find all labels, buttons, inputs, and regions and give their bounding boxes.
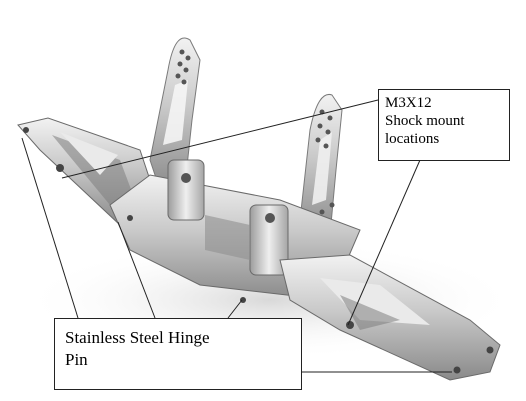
callout-line: M3X12 [385, 95, 432, 111]
hinge-pin-callout: Stainless Steel Hinge Pin [54, 318, 302, 390]
left-shock-tower [149, 37, 201, 191]
callout-line: locations [385, 131, 440, 147]
callout-line: Pin [65, 350, 88, 369]
callout-line: Shock mount [385, 113, 465, 129]
right-shock-tower [299, 93, 343, 236]
callout-line: Stainless Steel Hinge [65, 328, 210, 347]
right-suspension-arm [279, 254, 501, 381]
shock-mount-callout: M3X12 Shock mount locations [378, 89, 510, 161]
